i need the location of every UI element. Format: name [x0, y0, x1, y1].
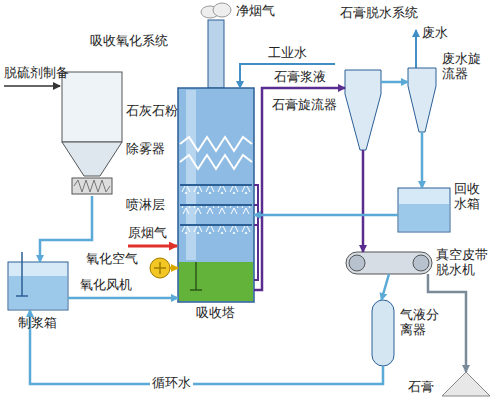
pipe-connector: [421, 132, 424, 188]
oxidation-fan: [150, 258, 170, 278]
spray-header: [180, 184, 252, 186]
pipe-connector: [381, 274, 389, 300]
silo: [62, 72, 122, 142]
demister: [180, 137, 252, 151]
text-label: 氧化空气: [86, 252, 138, 267]
equipment-label: 石膏: [408, 380, 434, 395]
pipe-connector: [362, 150, 365, 252]
filter-node: 真空皮带脱水机: [346, 252, 432, 274]
agitator: [16, 252, 28, 296]
text-label: 净烟气: [236, 4, 275, 19]
pipe-connector: [428, 274, 466, 372]
pipe-connector: [30, 310, 383, 384]
spray-header: [180, 204, 252, 206]
tank-node: 制浆箱: [8, 262, 68, 310]
recovery-tank: [398, 188, 450, 232]
belt-filter: [346, 252, 432, 274]
text-label: 吸收氧化系统: [90, 34, 168, 49]
roller: [349, 255, 365, 271]
agitator: [190, 262, 202, 290]
tank-water: [9, 276, 67, 309]
equipment-label: 氧化风机: [80, 278, 132, 293]
silo-node: 石灰石粉: [62, 72, 122, 196]
silo-cone: [62, 142, 122, 176]
text-label: 工业水: [268, 46, 307, 61]
spray-nozzles: [180, 186, 252, 194]
tank-node: 回收水箱: [398, 188, 450, 232]
text-label: 除雾器: [126, 142, 165, 157]
chimney: [208, 20, 224, 88]
equipment-label: 真空皮带脱水机: [436, 248, 489, 278]
roller: [413, 255, 429, 271]
screw-feeder: [72, 178, 112, 194]
text-label: 喷淋层: [126, 198, 165, 213]
pipe-connector: [40, 196, 92, 262]
equipment-label: 吸收塔: [196, 306, 235, 321]
text-label: 脱硫剂制备: [4, 66, 69, 81]
equipment-label: 石灰石粉: [126, 104, 178, 119]
fan-blades: [154, 262, 166, 274]
text-label: 石膏脱水系统: [340, 6, 418, 21]
gypsum-pile: [442, 372, 490, 396]
recirculation-pipe: [254, 185, 258, 280]
cyclone-node: 废水旋流器: [408, 68, 436, 132]
screw-thread: [74, 180, 110, 192]
gypsum-cyclone: [345, 70, 381, 150]
cyclone-node: 石膏旋流器: [345, 70, 381, 150]
spray-nozzles: [180, 206, 252, 214]
equipment-label: 回收水箱: [454, 182, 483, 212]
pipe-connector: [254, 88, 345, 290]
tower-node: 吸收塔: [178, 88, 254, 302]
gas-liquid-separator: [372, 300, 394, 366]
industrial-water-pipe: [240, 64, 335, 88]
spray-header: [180, 224, 252, 226]
reagent-arrow: [4, 85, 60, 87]
pipe-connector: [68, 297, 178, 300]
separator-node: 气液分离器: [372, 300, 394, 366]
tower-highlight: [186, 90, 196, 260]
equipment-label: 石膏旋流器: [272, 98, 337, 113]
spray-nozzles: [180, 226, 252, 234]
fan-node: 氧化风机: [150, 258, 170, 278]
waste-water-pipe: [415, 30, 417, 68]
slurry-pool: [179, 262, 253, 301]
flow-label: 石膏浆液: [272, 70, 328, 85]
equipment-label: 废水旋流器: [442, 52, 482, 82]
text-label: 原烟气: [128, 226, 167, 241]
slurry-tank: [8, 262, 68, 310]
flue-gas-duct: [128, 245, 177, 248]
absorber-tower: [178, 88, 254, 302]
demister: [180, 155, 252, 169]
text-label: 废水: [422, 26, 448, 41]
smoke-cloud: [213, 3, 231, 17]
flow-label: 循环水: [150, 376, 193, 391]
wastewater-cyclone: [408, 68, 436, 132]
equipment-label: 制浆箱: [18, 316, 57, 331]
pile-node: 石膏: [442, 372, 490, 396]
pipe-connector: [254, 214, 398, 217]
tank-water: [399, 204, 449, 231]
pipe-connector: [381, 81, 408, 84]
equipment-label: 气液分离器: [400, 308, 440, 338]
pipe-connector: [170, 267, 178, 270]
